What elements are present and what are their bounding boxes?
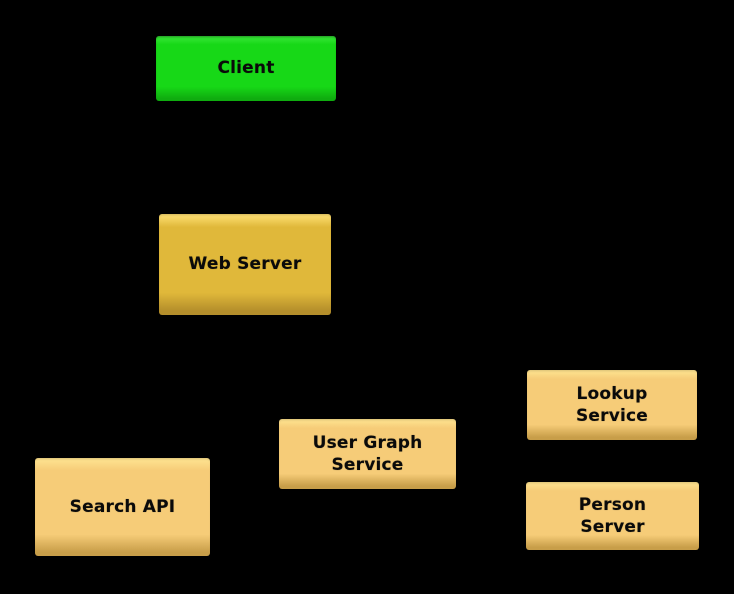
diagram-node-label: Lookup Service: [575, 383, 649, 426]
diagram-node-person-server[interactable]: Person Server: [526, 482, 699, 550]
diagram-node-lookup-service[interactable]: Lookup Service: [527, 370, 697, 440]
diagram-node-label: Person Server: [578, 494, 647, 537]
diagram-node-search-api[interactable]: Search API: [35, 458, 210, 556]
diagram-node-user-graph-service[interactable]: User Graph Service: [279, 419, 456, 489]
diagram-node-label: Search API: [69, 496, 176, 517]
diagram-node-web-server[interactable]: Web Server: [159, 214, 331, 315]
diagram-node-label: Web Server: [188, 254, 302, 275]
diagram-node-label: Client: [217, 58, 275, 79]
diagram-node-client[interactable]: Client: [156, 36, 336, 101]
diagram-node-label: User Graph Service: [312, 432, 423, 475]
